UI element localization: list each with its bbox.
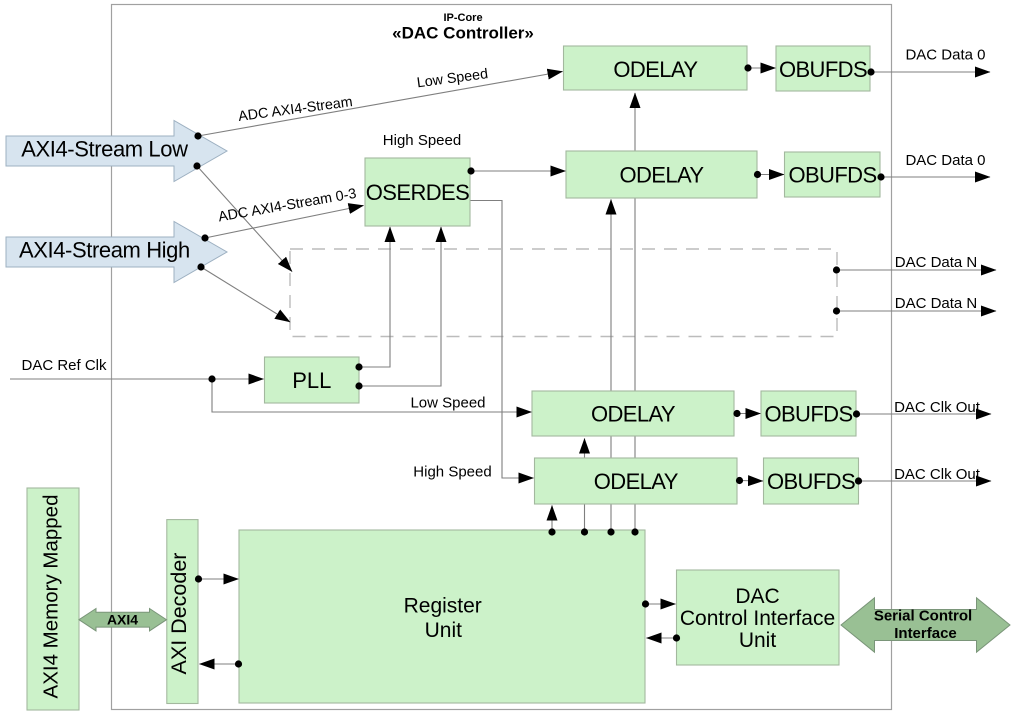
- svg-text:ODELAY: ODELAY: [594, 469, 679, 494]
- svg-text:Control Interface: Control Interface: [680, 607, 835, 630]
- svg-text:AXI4 Memory Mapped: AXI4 Memory Mapped: [40, 495, 63, 699]
- svg-text:OBUFDS: OBUFDS: [767, 469, 855, 494]
- svg-text:ODELAY: ODELAY: [613, 57, 698, 82]
- svg-text:ODELAY: ODELAY: [591, 401, 676, 426]
- svg-text:Unit: Unit: [425, 619, 463, 642]
- svg-text:Low Speed: Low Speed: [410, 395, 485, 412]
- svg-text:PLL: PLL: [292, 368, 331, 393]
- svg-text:Register: Register: [404, 595, 482, 618]
- svg-text:High Speed: High Speed: [383, 132, 461, 149]
- svg-text:DAC Clk Out: DAC Clk Out: [894, 466, 981, 483]
- svg-text:DAC Data N: DAC Data N: [895, 254, 978, 271]
- svg-text:AXI4-Stream High: AXI4-Stream High: [19, 238, 190, 263]
- svg-text:DAC Ref Clk: DAC Ref Clk: [21, 357, 107, 374]
- svg-text:AXI4-Stream Low: AXI4-Stream Low: [21, 137, 188, 162]
- svg-text:Unit: Unit: [739, 629, 777, 652]
- svg-text:ODELAY: ODELAY: [619, 162, 704, 187]
- svg-text:«DAC Controller»: «DAC Controller»: [392, 24, 534, 43]
- svg-text:Interface: Interface: [894, 625, 957, 642]
- svg-text:OBUFDS: OBUFDS: [779, 57, 867, 82]
- svg-text:Serial Control: Serial Control: [874, 608, 972, 625]
- svg-text:OSERDES: OSERDES: [366, 180, 469, 205]
- svg-text:DAC: DAC: [735, 585, 779, 608]
- svg-text:DAC Data 0: DAC Data 0: [905, 47, 985, 64]
- svg-text:OBUFDS: OBUFDS: [788, 162, 876, 187]
- svg-text:High Speed: High Speed: [413, 464, 491, 481]
- svg-text:DAC Data N: DAC Data N: [895, 295, 978, 312]
- svg-text:AXI Decoder: AXI Decoder: [167, 553, 191, 675]
- svg-text:DAC Data 0: DAC Data 0: [905, 152, 985, 169]
- svg-text:OBUFDS: OBUFDS: [764, 401, 852, 426]
- svg-text:AXI4: AXI4: [107, 612, 138, 628]
- svg-text:IP-Core: IP-Core: [443, 12, 482, 24]
- svg-text:DAC Clk Out: DAC Clk Out: [894, 399, 981, 416]
